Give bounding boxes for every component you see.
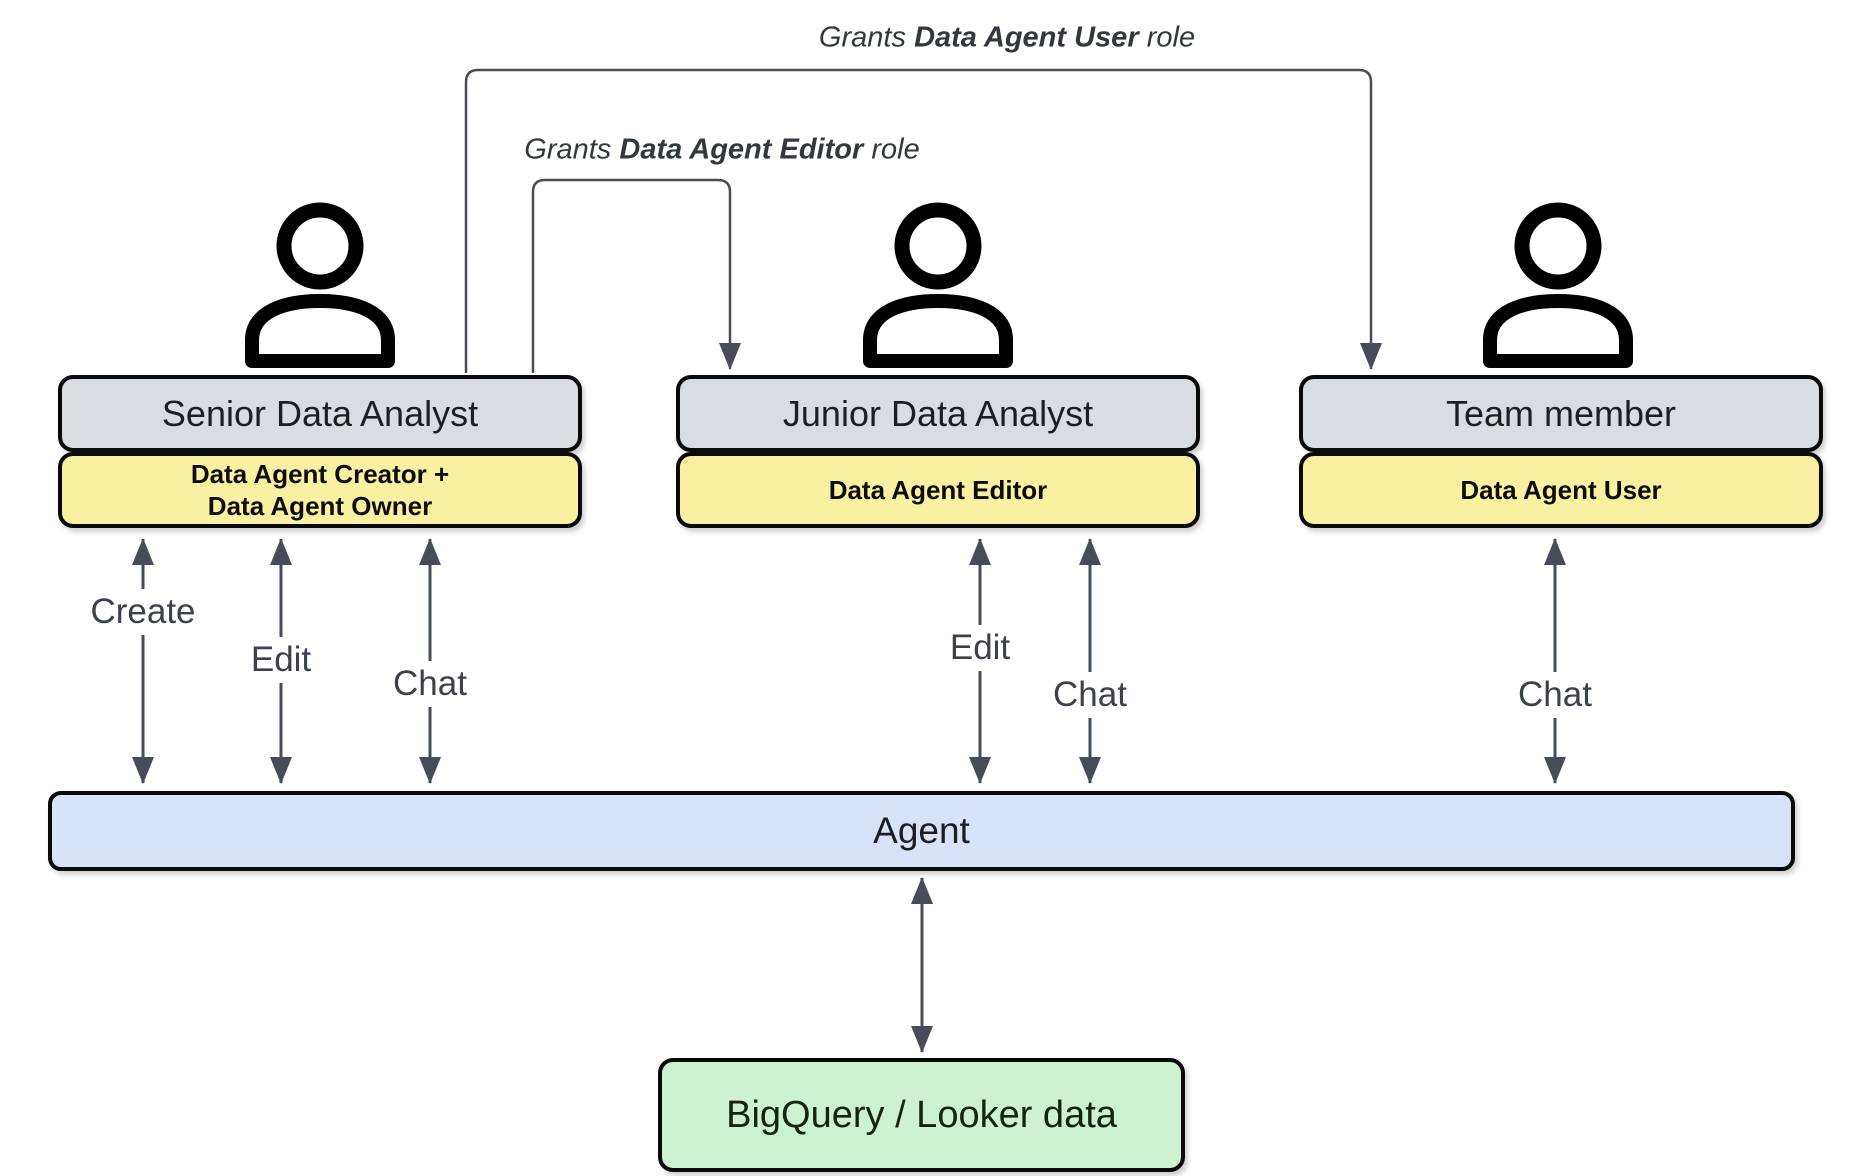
senior-role-badge: Data Agent Creator + Data Agent Owner — [58, 452, 582, 528]
agent-label: Agent — [873, 810, 970, 851]
badge-line: Data Agent Owner — [207, 491, 433, 521]
junior-data-analyst-box: Junior Data Analyst — [676, 375, 1200, 452]
grant-editor-connector — [531, 178, 741, 373]
team-role-badge: Data Agent User — [1299, 452, 1823, 528]
senior-data-analyst-box: Senior Data Analyst — [58, 375, 582, 452]
agent-box: Agent — [48, 791, 1795, 871]
actor-title: Team member — [1445, 392, 1677, 434]
grant-label-suffix: role — [871, 133, 920, 166]
grant-user-connector — [464, 68, 1382, 373]
team-member-box: Team member — [1299, 375, 1823, 452]
badge-line: Data Agent Editor — [828, 474, 1048, 505]
actor-title: Junior Data Analyst — [782, 392, 1094, 434]
edit-label-junior: Edit — [939, 625, 1021, 671]
chat-label-team: Chat — [1508, 672, 1602, 718]
grant-user-label: Grants Data Agent User role — [812, 21, 1202, 55]
create-label: Create — [80, 589, 206, 635]
junior-role-badge: Data Agent Editor — [676, 452, 1200, 528]
chat-label-senior: Chat — [383, 661, 477, 707]
grant-label-role: Data Agent User — [914, 21, 1139, 54]
chat-label-junior: Chat — [1043, 672, 1137, 718]
bigquery-looker-data-box: BigQuery / Looker data — [658, 1058, 1185, 1172]
person-icon — [245, 202, 395, 368]
actor-title: Senior Data Analyst — [161, 392, 479, 434]
grant-editor-label: Grants Data Agent Editor role — [518, 133, 926, 167]
person-icon — [1483, 202, 1633, 368]
grant-label-prefix: Grants — [524, 133, 612, 166]
grant-label-role: Data Agent Editor — [619, 133, 864, 166]
grant-label-suffix: role — [1146, 21, 1196, 54]
grant-label-prefix: Grants — [818, 21, 906, 54]
badge-line: Data Agent User — [1460, 474, 1662, 505]
edit-label-senior: Edit — [240, 637, 322, 683]
person-icon — [863, 202, 1013, 368]
badge-line: Data Agent Creator + — [190, 458, 450, 489]
datastore-label: BigQuery / Looker data — [726, 1093, 1117, 1136]
